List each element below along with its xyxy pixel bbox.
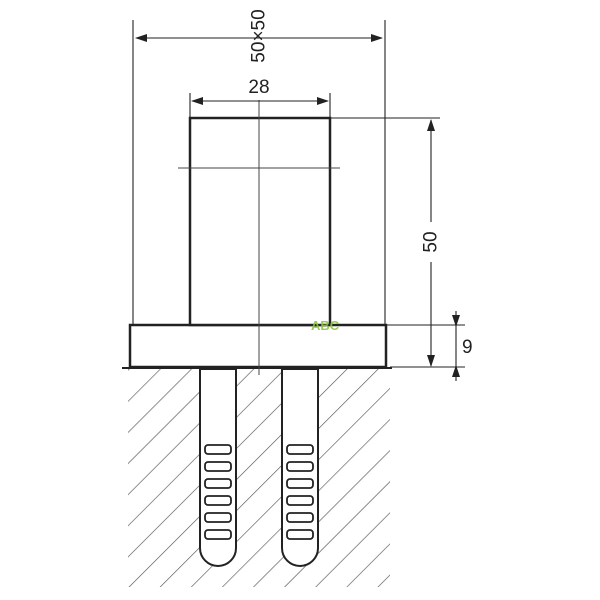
wall-section — [128, 369, 390, 587]
center-lines — [178, 100, 340, 375]
wall-plug-right — [281, 368, 319, 567]
wall-plug-left — [199, 368, 237, 567]
extension-lines — [132, 20, 465, 368]
dimension-overall-width: 50×50 — [135, 9, 383, 63]
post-body — [188, 116, 332, 327]
watermark-text: ABC — [311, 318, 340, 333]
base-plate — [128, 323, 388, 369]
dimension-base-height: 9 — [452, 311, 473, 381]
dimension-base-height-label: 9 — [462, 337, 473, 358]
dimension-post-width: 28 — [191, 77, 329, 105]
dimension-post-height-label: 50 — [421, 231, 442, 252]
dimension-overall-width-label: 50×50 — [249, 9, 270, 62]
watermark: ABC — [311, 318, 340, 333]
dimension-post-width-label: 28 — [248, 77, 269, 98]
dimension-post-height: 50 — [420, 119, 442, 367]
